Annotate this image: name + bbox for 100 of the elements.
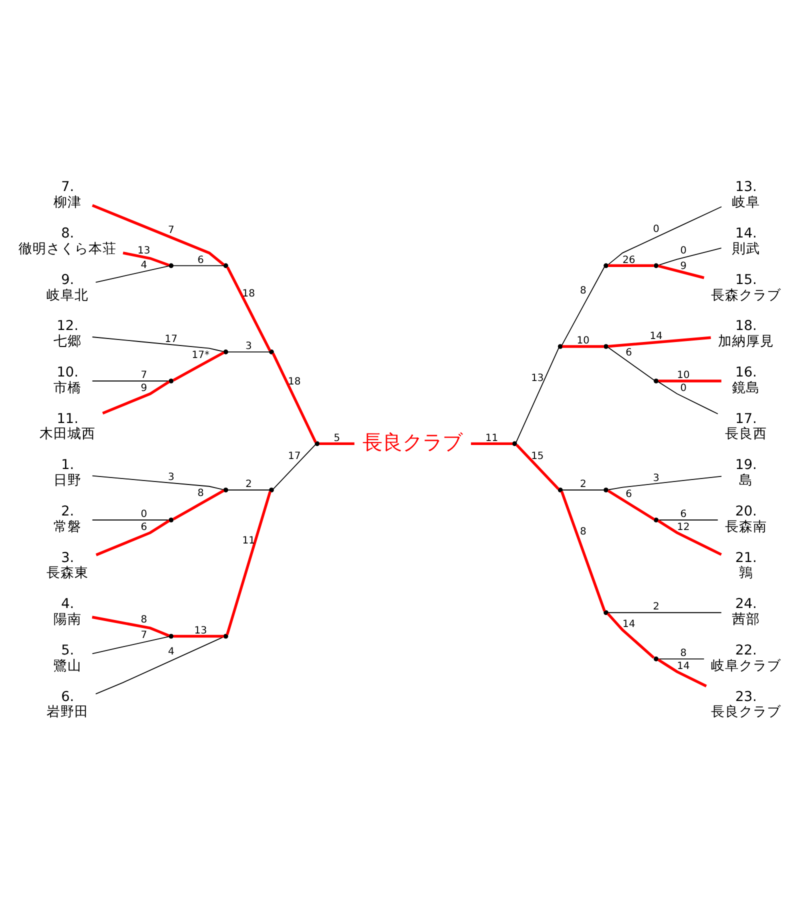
edge-label: 7	[168, 224, 174, 236]
edge-label: 13	[138, 245, 150, 256]
connector	[102, 380, 170, 414]
connector	[95, 264, 170, 282]
node-point	[168, 517, 174, 522]
connector	[658, 264, 704, 279]
node-text: 23. 長良クラブ	[711, 688, 782, 720]
connector	[658, 380, 718, 414]
node-text: 長良クラブ	[362, 429, 463, 454]
node-text: 6. 岩野田	[46, 688, 89, 720]
edge-label: 0	[652, 223, 660, 234]
node-point	[223, 262, 228, 268]
connector	[516, 347, 560, 442]
edge-label: 13	[194, 624, 208, 636]
node-point	[168, 378, 174, 383]
connector	[92, 380, 170, 381]
connector	[657, 658, 707, 687]
edge-label: 14	[677, 660, 690, 672]
node-text: 5. 鷺山	[54, 642, 82, 674]
node-text: 4. 陽南	[54, 596, 82, 628]
edge-label: 9	[680, 260, 687, 272]
node-text: 11. 木田城西	[40, 410, 96, 442]
edge-label: 3	[168, 471, 174, 482]
node-text: 3. 長森東	[46, 549, 89, 581]
node-text: 16. 鏡島	[732, 364, 760, 396]
connector	[96, 519, 170, 556]
node-point	[654, 262, 659, 268]
node-point	[269, 487, 274, 492]
node-point	[223, 487, 228, 492]
node-point	[168, 633, 174, 638]
connector	[608, 336, 711, 348]
connector	[226, 490, 272, 634]
connector	[608, 206, 722, 265]
node-text: 12. 七郷	[54, 318, 82, 350]
node-text: 24. 茜部	[732, 596, 760, 628]
connector	[608, 612, 722, 613]
connector	[92, 519, 170, 520]
connector	[92, 615, 170, 637]
node-text: 13. 岐阜	[732, 178, 760, 210]
node-point	[223, 349, 228, 354]
edge-label: 3	[652, 472, 660, 484]
connector	[658, 519, 718, 520]
connector	[92, 336, 224, 352]
edge-label: 6	[140, 521, 148, 532]
node-point	[269, 349, 274, 354]
connector	[658, 247, 722, 266]
connector	[606, 612, 655, 658]
node-point	[168, 262, 174, 268]
connector	[608, 346, 655, 380]
connector	[562, 266, 605, 346]
node-text: 15. 長森クラブ	[711, 271, 782, 303]
connector	[607, 489, 655, 520]
edge-label: 2	[245, 478, 252, 490]
connector	[172, 264, 224, 266]
connector	[658, 379, 722, 382]
edge-label: 11	[242, 534, 255, 546]
connector	[470, 442, 513, 445]
node-point	[558, 344, 563, 348]
edge-label: 14	[622, 618, 636, 630]
connector	[657, 519, 722, 556]
connector	[608, 264, 654, 267]
edge-label: 5	[334, 432, 340, 444]
node-text: 22. 岐阜クラブ	[711, 642, 782, 674]
edge-label: 8	[140, 614, 148, 625]
edge-label: 0	[680, 382, 687, 394]
edge-label: 10	[677, 370, 690, 381]
edge-label: 3	[245, 340, 252, 352]
edge-label: 13	[531, 372, 544, 384]
node-point	[604, 262, 608, 268]
node-point	[604, 610, 608, 615]
edge-label: 14	[650, 330, 662, 342]
node-text: 9. 岐阜北	[46, 271, 89, 303]
node-text: 14. 則武	[732, 224, 760, 256]
edge-label: 10	[576, 335, 590, 346]
edge-label: 17*	[192, 350, 210, 361]
connector	[562, 489, 604, 490]
node-point	[654, 517, 659, 522]
node-text: 17. 長良西	[725, 410, 768, 442]
edge-label: 8	[580, 526, 586, 537]
edge-label: 11	[485, 432, 498, 444]
edge-label: 4	[140, 260, 148, 271]
connector	[92, 204, 225, 266]
edge-label: 0	[140, 508, 148, 520]
edge-label: 8	[580, 285, 586, 296]
connector	[273, 444, 316, 489]
edge-label: 6	[626, 488, 632, 500]
node-point	[604, 344, 608, 348]
node-text: 1. 日野	[54, 456, 82, 488]
edge-label: 6	[626, 346, 632, 358]
connector	[172, 350, 224, 381]
node-point	[654, 656, 659, 661]
node-point	[314, 440, 320, 446]
edge-label: 2	[652, 601, 660, 612]
edge-label: 18	[288, 376, 301, 387]
node-text: 10. 市橋	[54, 364, 82, 396]
connector	[562, 344, 604, 348]
node-text: 21. 鶉	[735, 549, 757, 581]
node-point	[558, 487, 563, 492]
edge-label: 6	[680, 508, 687, 520]
connector	[92, 636, 170, 654]
